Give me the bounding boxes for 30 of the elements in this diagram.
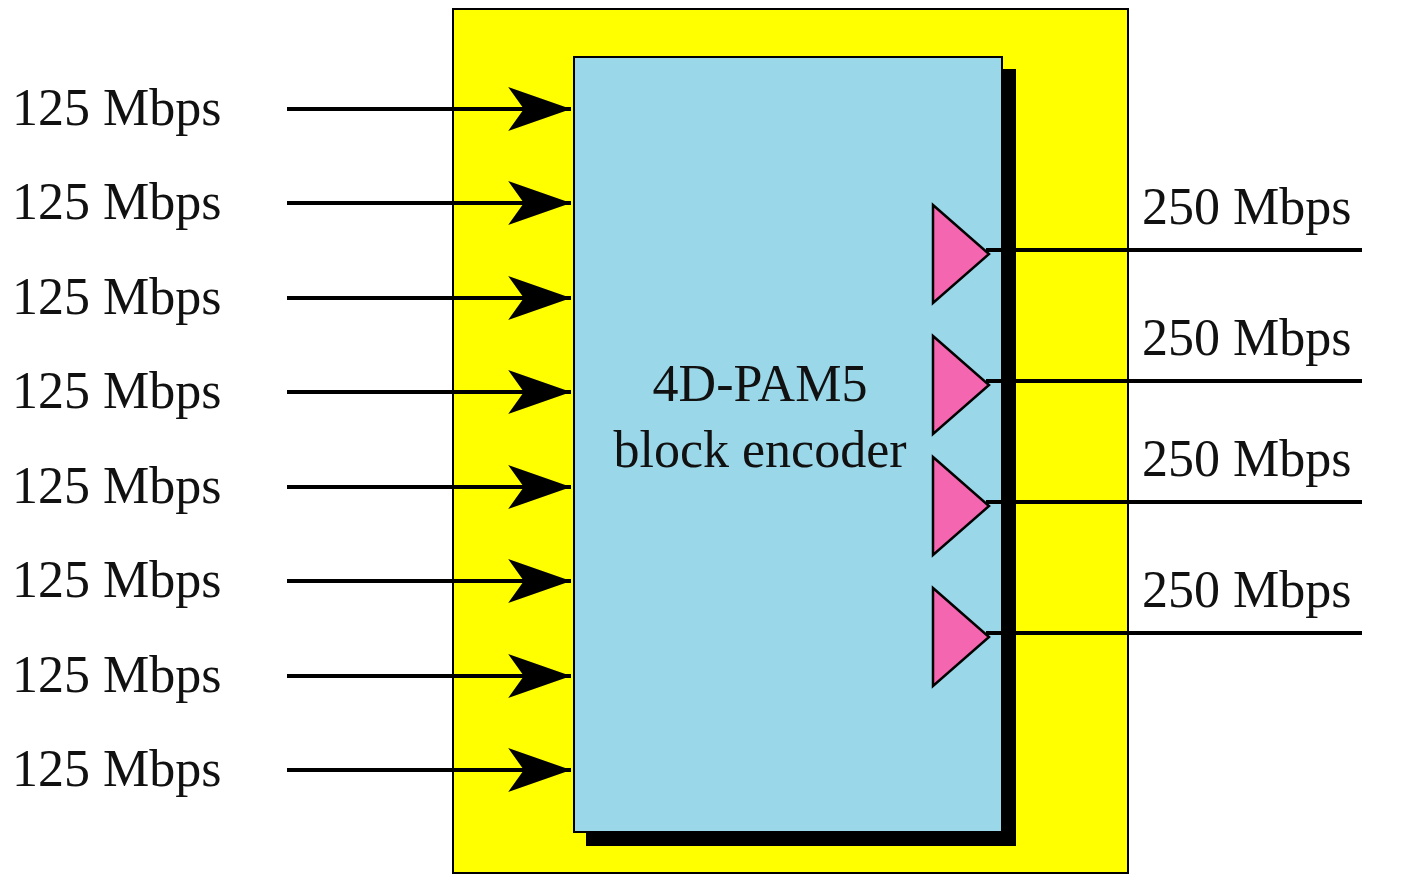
signal-line — [986, 631, 1362, 635]
rate-label: 125 Mbps — [12, 79, 222, 137]
edge-label: 250 Mbps — [1142, 178, 1352, 236]
driver-triangle — [932, 204, 990, 304]
rate-label: 125 Mbps — [12, 457, 222, 515]
arrow — [287, 370, 571, 414]
signal-line — [986, 500, 1362, 504]
edge-label: 250 Mbps — [1142, 430, 1352, 488]
driver-triangle — [932, 456, 990, 556]
arrow — [287, 181, 571, 225]
rate-label: 125 Mbps — [12, 740, 222, 798]
signal-line — [986, 248, 1362, 252]
arrow — [287, 276, 571, 320]
driver-triangle — [932, 335, 990, 435]
arrow — [287, 465, 571, 509]
edge-label: 250 Mbps — [1142, 309, 1352, 367]
block-title: 4D-PAM5 block encoder — [612, 354, 908, 480]
rate-label: 125 Mbps — [12, 173, 222, 231]
rate-label: 125 Mbps — [12, 268, 222, 326]
edge-label: 250 Mbps — [1142, 561, 1352, 619]
arrow — [287, 559, 571, 603]
rate-label: 125 Mbps — [12, 362, 222, 420]
arrow — [287, 748, 571, 792]
rate-label: 125 Mbps — [12, 646, 222, 704]
signal-line — [986, 379, 1362, 383]
driver-triangle — [932, 587, 990, 687]
rate-label: 125 Mbps — [12, 551, 222, 609]
arrow — [287, 87, 571, 131]
arrow — [287, 654, 571, 698]
chip-panel — [452, 8, 1129, 874]
